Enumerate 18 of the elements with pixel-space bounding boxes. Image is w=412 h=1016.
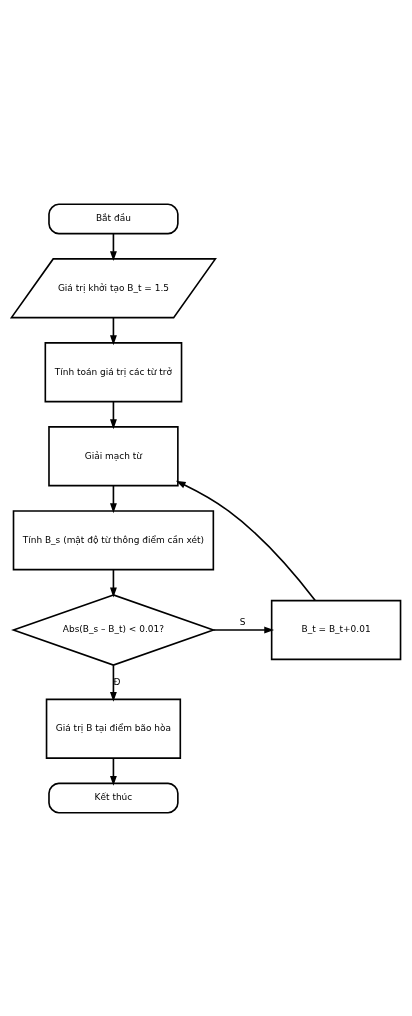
node-box: Tính toán giá trị các từ trở [44,341,183,402]
node-box: B_t = B_t+0.01 [270,599,402,660]
arrow [110,400,117,429]
arrow [110,756,117,786]
node-box: Giá trị B tại điểm bão hòa [45,698,182,759]
edge-label: Đ [113,676,121,687]
arrow [110,484,117,513]
node-box: Kết thúc [48,782,179,814]
arrow [110,568,117,597]
arrow [110,664,117,702]
node-box: Giải mạch từ [48,425,179,486]
arrow [212,626,275,633]
arrow [175,480,317,601]
node-box: Tính B_s (mật độ từ thông điểm cần xét) [12,509,215,570]
node-box: Bắt đầu [48,202,179,234]
node-diamond: Abs(B_s – B_t) < 0.01? [11,593,216,666]
arrow [110,316,117,345]
edge-label: S [239,616,246,627]
